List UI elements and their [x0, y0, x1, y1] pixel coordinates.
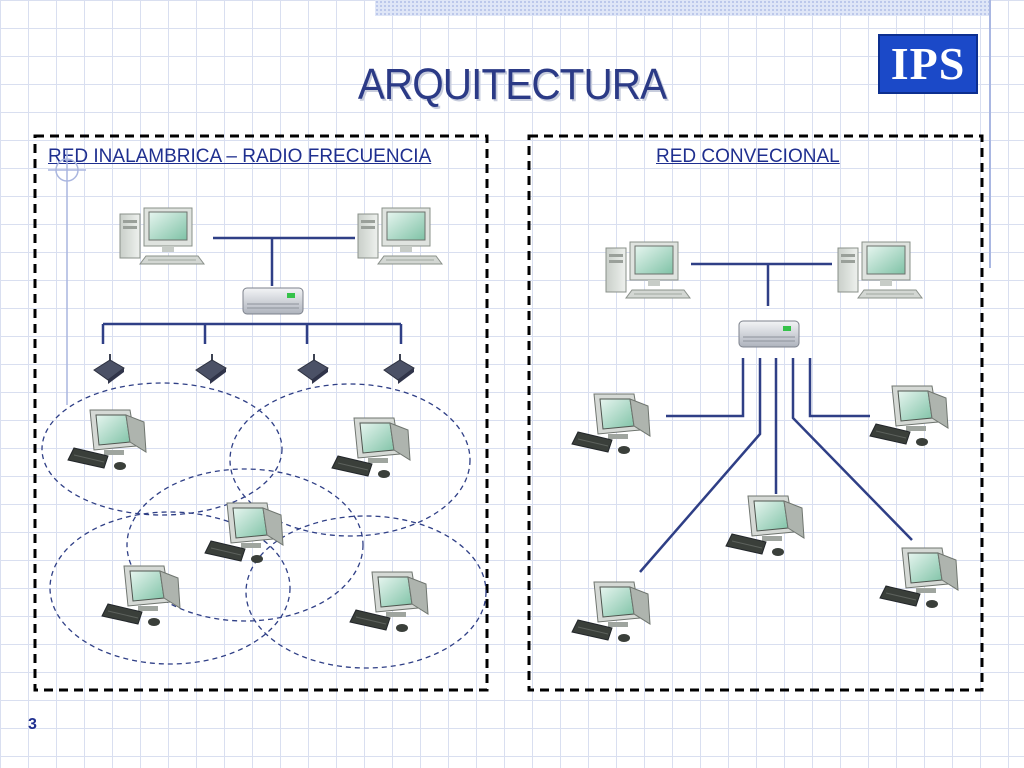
- coverage-ring-1: [41, 382, 283, 516]
- cable-ws-2: [808, 358, 870, 418]
- right-decorative-rule: [989, 0, 991, 268]
- workstation-icon-w1: [67, 409, 147, 471]
- cable-ws-5: [791, 358, 913, 541]
- access-point-icon-4: [383, 353, 415, 385]
- ips-logo: IPS: [878, 34, 978, 94]
- logo-text: IPS: [890, 38, 966, 89]
- cable-ws-3: [639, 358, 762, 573]
- workstation-icon-c4: [571, 581, 651, 643]
- workstation-icon-c2: [869, 385, 949, 447]
- page-number: 3: [28, 716, 37, 733]
- conventional-panel-label: RED CONVECIONAL: [656, 146, 840, 167]
- access-point-icon-1: [93, 353, 125, 385]
- wireless-panel-label: RED INALAMBRICA – RADIO FRECUENCIA: [48, 146, 432, 167]
- wireless-links: [101, 236, 403, 344]
- server-icon-conv-left: [605, 241, 691, 299]
- workstation-icon-w5: [349, 571, 429, 633]
- workstation-icon-c3: [725, 495, 805, 557]
- cable-ws-1: [666, 358, 745, 418]
- access-point-icon-3: [297, 353, 329, 385]
- workstation-icon-w4: [101, 565, 181, 627]
- workstation-icon-c5: [879, 547, 959, 609]
- workstation-icon-w2: [331, 417, 411, 479]
- coverage-ring-3: [126, 468, 364, 622]
- hub-icon-wireless: [242, 287, 304, 315]
- server-icon-conv-right: [837, 241, 923, 299]
- conventional-panel-border: [527, 134, 984, 692]
- coverage-ring-5: [245, 515, 487, 669]
- slide-title: ARQUITECTURA: [357, 60, 667, 109]
- wireless-panel-border: [33, 134, 489, 692]
- hub-icon-conventional: [738, 320, 800, 348]
- server-icon-right: [357, 207, 443, 265]
- server-icon-left: [119, 207, 205, 265]
- coverage-ring-2: [229, 383, 471, 537]
- coverage-ring-4: [49, 511, 291, 665]
- crosshair-decoration: [48, 150, 86, 405]
- top-decorative-band: [375, 0, 990, 16]
- workstation-icon-w3: [204, 502, 284, 564]
- coverage-rings: [41, 382, 487, 669]
- workstation-icon-c1: [571, 393, 651, 455]
- conventional-links: [639, 262, 913, 573]
- access-point-icon-2: [195, 353, 227, 385]
